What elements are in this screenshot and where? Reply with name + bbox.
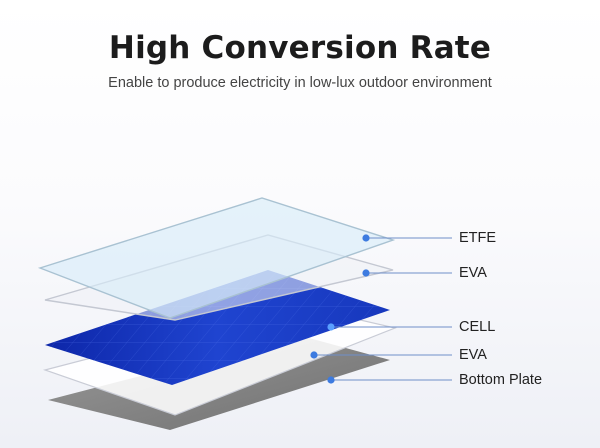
page-subtitle: Enable to produce electricity in low-lux… bbox=[108, 75, 492, 91]
label-bottom-plate: Bottom Plate bbox=[459, 372, 543, 388]
label-eva-upper: EVA bbox=[459, 265, 487, 281]
marker-dot-etfe bbox=[362, 234, 370, 242]
marker-dot-cell bbox=[327, 323, 335, 331]
marker-dot-eva-upper bbox=[362, 269, 370, 277]
label-etfe: ETFE bbox=[459, 230, 497, 246]
marker-dot-eva-lower bbox=[310, 351, 318, 359]
label-cell: CELL bbox=[459, 319, 496, 335]
page-title: High Conversion Rate bbox=[108, 30, 492, 66]
layer-etfe bbox=[37, 197, 396, 319]
marker-dot-bottom-plate bbox=[327, 376, 335, 384]
layer-cell-grid bbox=[45, 270, 390, 385]
label-eva-lower: EVA bbox=[459, 347, 487, 363]
